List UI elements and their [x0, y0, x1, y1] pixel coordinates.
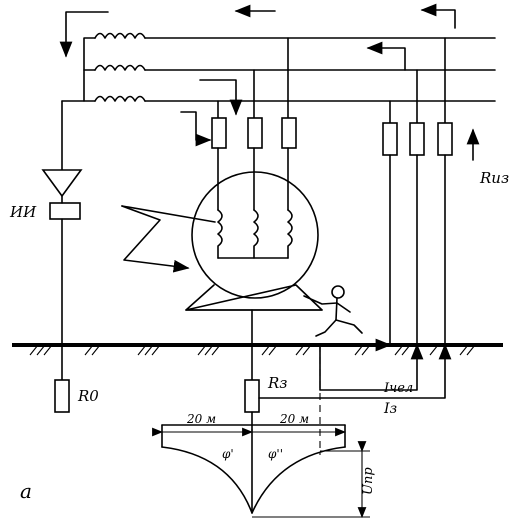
potential-curve — [152, 424, 370, 519]
dist-left-label: 20 м — [186, 412, 216, 426]
resistor-rz — [244, 379, 260, 413]
transformer-windings — [83, 32, 146, 102]
panel-label: а — [20, 479, 32, 503]
neutral-branch — [41, 100, 85, 413]
r-insulation-label: Rиз — [479, 169, 509, 187]
arrester-triangle-icon — [41, 169, 83, 198]
person-icon — [303, 285, 363, 337]
current-arrows — [59, 3, 480, 161]
phi-prime-label: φ' — [222, 447, 234, 461]
phase-lines — [144, 37, 496, 102]
rz-label: Rз — [267, 374, 287, 392]
spark-gap — [49, 202, 81, 220]
r0-label: R0 — [77, 387, 99, 405]
motor — [121, 171, 323, 311]
grounding-paths — [244, 309, 452, 455]
phi-double-prime-label: φ'' — [268, 447, 283, 461]
dist-right-label: 20 м — [279, 412, 309, 426]
motor-fuses — [211, 37, 297, 211]
resistor-r0 — [54, 379, 70, 413]
ground — [12, 343, 503, 356]
arrester-label: ИИ — [9, 203, 37, 221]
insulation-resistances — [382, 37, 453, 346]
i-ground-label: Iз — [383, 401, 397, 417]
u-touch-label: Uпр — [361, 467, 376, 495]
i-human-label: Iчел — [383, 381, 413, 396]
